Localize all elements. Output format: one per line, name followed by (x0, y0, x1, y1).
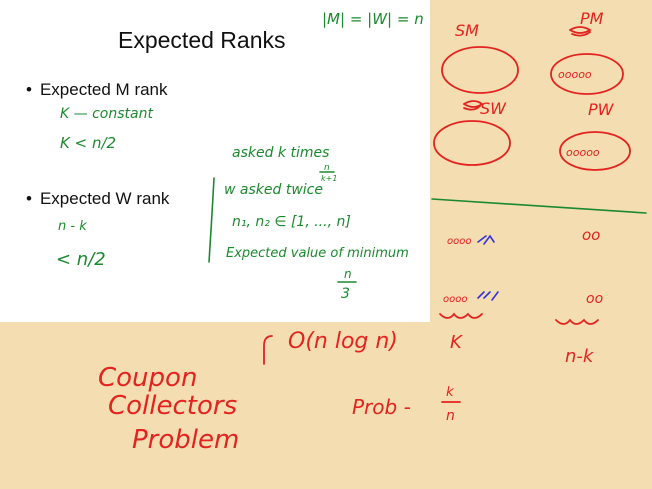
slide-title: Expected Ranks (118, 27, 286, 53)
bullet-label: Expected M rank (39, 80, 168, 99)
sw-ellipse (433, 120, 511, 166)
horizontal-divider (431, 198, 647, 214)
row1-blue-marks (477, 234, 495, 245)
prob-label: Prob - (352, 395, 411, 419)
asked-k-times: asked k times (232, 145, 329, 161)
sm-ellipse (441, 46, 519, 94)
sm-label: SM (455, 21, 479, 40)
w-rank-note-bound: < n/2 (56, 249, 106, 270)
pw-ellipse (559, 131, 631, 171)
m-rank-note-constant: K — constant (60, 106, 153, 122)
sw-scribble (463, 100, 484, 111)
nk-label: n-k (565, 346, 595, 367)
row1-dots: oooo (447, 236, 471, 247)
slide: Expected Ranks • Expected M rank • Expecte… (0, 0, 430, 322)
pm-label: PM (580, 9, 604, 28)
asked-k-fraction-numerator: n (324, 163, 330, 173)
pw-label: PW (588, 100, 615, 119)
w-asked-twice: w asked twice (224, 182, 323, 198)
coupon-word-2: Collectors (108, 391, 237, 421)
divider-line (208, 177, 215, 263)
pm-ellipse (550, 53, 624, 95)
big-o: O(n log n) (288, 329, 398, 354)
expected-min-denominator: 3 (341, 286, 350, 302)
row2-dots: oooo (443, 294, 467, 305)
bracket (263, 335, 273, 365)
bullet-marker: • (26, 80, 32, 99)
prob-numerator: k (446, 385, 454, 400)
n1-n2-range: n₁, n₂ ∈ [1, ..., n] (232, 214, 351, 230)
expected-min-numerator: n (344, 267, 352, 281)
bullet-marker: • (26, 189, 32, 208)
prob-denominator: n (446, 408, 455, 424)
row2-marks: oo (586, 291, 603, 307)
k-label: K (450, 332, 463, 353)
pw-dots: ooooo (566, 146, 600, 159)
coupon-word-3: Problem (132, 425, 239, 455)
bullet-expected-w-rank: • Expected W rank (26, 189, 169, 209)
expected-min: Expected value of minimum (226, 246, 409, 261)
w-rank-note-nk: n - k (58, 219, 87, 234)
sw-label: SW (480, 99, 507, 118)
row1-marks: oo (582, 226, 600, 244)
asked-k-fraction-denominator: k+1 (321, 174, 337, 183)
bullet-expected-m-rank: • Expected M rank (26, 80, 168, 100)
row2-squiggle-left (439, 312, 483, 319)
bullet-label: Expected W rank (39, 189, 170, 208)
pm-dots: ooooo (558, 68, 592, 81)
coupon-word-1: Coupon (98, 363, 197, 393)
row2-squiggle-right (555, 318, 599, 325)
header-formula: |M| = |W| = n (322, 10, 424, 28)
row2-blue-marks (477, 291, 499, 301)
m-rank-note-bound: K < n/2 (60, 134, 116, 152)
pm-scribble (569, 26, 592, 37)
